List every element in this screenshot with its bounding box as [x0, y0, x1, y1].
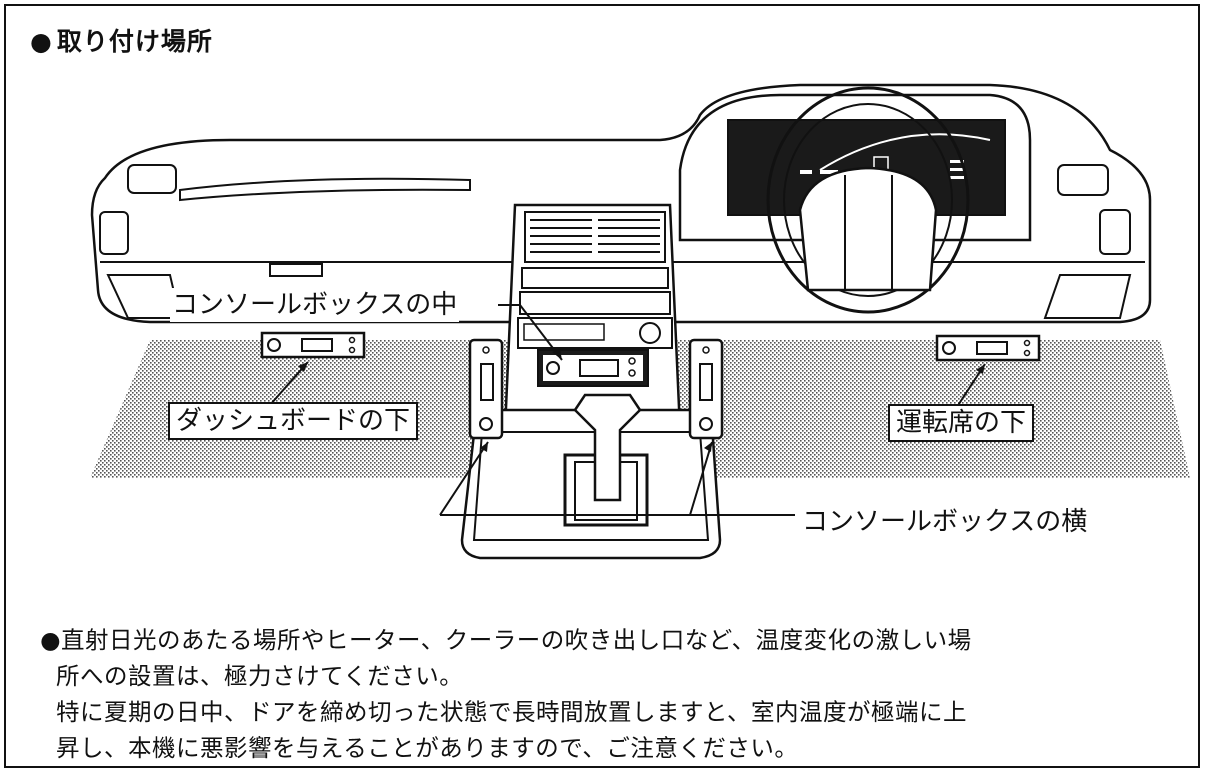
label-under-driver-seat: 運転席の下 — [888, 404, 1035, 442]
figure-heading: ●取り付け場所 — [30, 22, 213, 58]
audio-panel — [519, 291, 671, 315]
steering-hub — [798, 166, 938, 292]
leader-console-side — [439, 441, 795, 516]
label-under-dashboard: ダッシュボードの下 — [168, 402, 419, 440]
heading-title: 取り付け場所 — [56, 27, 213, 56]
right-vent-upper — [1057, 164, 1109, 196]
arrow-under-dashboard — [298, 362, 308, 372]
note-line-4: 昇し、本機に悪影響を与えることがありますので、ご注意ください。 — [56, 734, 799, 762]
arrow-console-inside — [552, 349, 562, 360]
dashboard-top-slot — [179, 177, 471, 202]
note-line-2: 所への設置は、極力さけてください。 — [56, 662, 464, 690]
heading-bullet: ● — [30, 27, 53, 56]
left-vent-mid — [99, 211, 129, 255]
label-console-inside: コンソールボックスの中 — [170, 288, 460, 322]
arrow-console-side-right — [704, 442, 712, 452]
right-vent-lower — [1043, 274, 1132, 319]
shift-knob — [573, 393, 642, 502]
steering-wheel-outer — [766, 86, 970, 314]
label-console-side: コンソールボックスの横 — [800, 505, 1090, 539]
glovebox-latch — [269, 263, 323, 277]
arrow-console-side-left — [480, 442, 488, 452]
display-arc — [819, 133, 991, 171]
steering-wheel-inner — [783, 103, 953, 297]
arrow-under-driver-seat — [976, 364, 985, 374]
note-bullet: ● — [40, 626, 62, 654]
note-line-1: ●直射日光のあたる場所やヒーター、クーラーの吹き出し口など、温度変化の激しい場 — [40, 626, 972, 654]
right-vent-mid — [1099, 209, 1131, 255]
caution-notes: ●直射日光のあたる場所やヒーター、クーラーの吹き出し口など、温度変化の激しい場 … — [40, 622, 972, 766]
left-vent-upper — [127, 164, 177, 194]
leader-console-inside — [498, 304, 563, 361]
climate-panel — [521, 267, 669, 289]
note-line-3: 特に夏期の日中、ドアを締め切った状態で長時間放置しますと、室内温度が極端に上 — [56, 698, 968, 726]
